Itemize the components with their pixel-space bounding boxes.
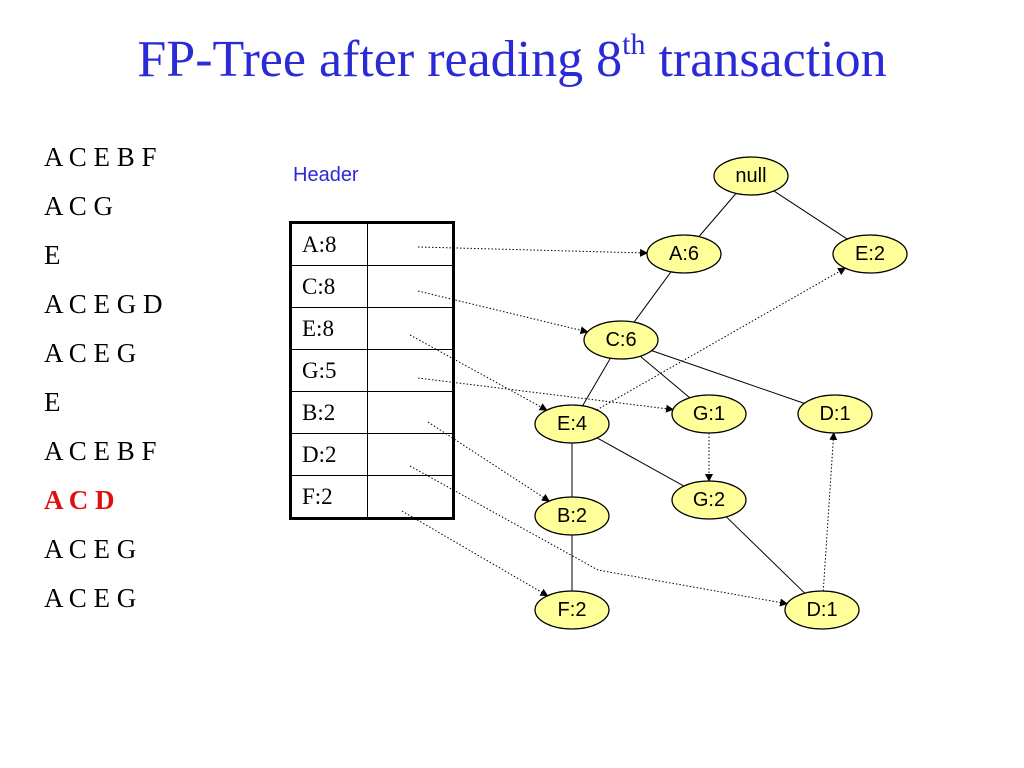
transaction-item: A C E G — [44, 583, 137, 613]
header-row: G:5 — [290, 349, 454, 392]
header-link-arrow — [417, 246, 649, 257]
node-link-arrow — [822, 431, 838, 592]
node-label: B:2 — [557, 505, 587, 527]
header-row: D:2 — [290, 433, 454, 476]
tree-node-d1a: D:1 — [797, 394, 873, 434]
header-pointer-cell — [367, 265, 454, 308]
transaction-item: A C E B F — [44, 436, 157, 466]
node-link-arrow — [596, 267, 847, 411]
header-link-arrow — [417, 290, 589, 335]
transaction-item: A C E G — [44, 338, 137, 368]
slide-title: FP-Tree after reading 8th transaction — [0, 30, 1024, 86]
node-label: D:1 — [806, 599, 837, 621]
header-row: F:2 — [290, 475, 454, 519]
tree-edge — [639, 355, 691, 399]
node-ellipse — [671, 480, 747, 520]
node-ellipse — [583, 320, 659, 360]
header-pointer-cell — [367, 222, 454, 266]
header-item-count: B:2 — [290, 391, 368, 434]
header-item-count: E:8 — [290, 307, 368, 350]
transaction-item: A C E G D — [44, 289, 163, 319]
header-pointer-cell — [367, 307, 454, 350]
tree-edge — [582, 357, 611, 407]
transaction-item: E — [44, 387, 61, 417]
tree-node-a6: A:6 — [646, 234, 722, 274]
node-ellipse — [646, 234, 722, 274]
header-pointer-cell — [367, 391, 454, 434]
transaction-list: A C E B F A C G E A C E G D A C E G E A C E B … — [44, 140, 163, 630]
tree-node-e4: E:4 — [534, 404, 610, 444]
tree-node-f2: F:2 — [534, 590, 610, 630]
transaction-item: A C E B F — [44, 142, 157, 172]
node-ellipse — [784, 590, 860, 630]
header-link-arrow — [417, 377, 675, 413]
node-ellipse — [534, 590, 610, 630]
node-label: G:2 — [693, 489, 725, 511]
node-ellipse — [797, 394, 873, 434]
header-label: Header — [293, 164, 359, 186]
tree-edge — [596, 437, 685, 487]
tree-node-g1: G:1 — [671, 394, 747, 434]
transaction-item: A C E G — [44, 534, 137, 564]
tree-node-g2: G:2 — [671, 480, 747, 520]
node-ellipse — [671, 394, 747, 434]
tree-edge — [651, 350, 805, 404]
node-ellipse — [534, 404, 610, 444]
node-ellipse — [832, 234, 908, 274]
tree-node-root: null — [713, 156, 789, 196]
node-label: E:4 — [557, 413, 587, 435]
tree-node-d1b: D:1 — [784, 590, 860, 630]
header-link-arrow — [427, 421, 550, 502]
title-rest: transaction — [645, 31, 887, 88]
header-row: B:2 — [290, 391, 454, 434]
header-row: E:8 — [290, 307, 454, 350]
node-label: F:2 — [558, 599, 587, 621]
header-link-arrow — [409, 334, 548, 411]
header-item-count: D:2 — [290, 433, 368, 476]
tree-edge — [633, 271, 672, 323]
tree-node-b2: B:2 — [534, 496, 610, 536]
tree-edge — [773, 190, 848, 240]
node-label: A:6 — [669, 243, 699, 265]
node-ellipse — [713, 156, 789, 196]
node-label: C:6 — [605, 329, 636, 351]
header-link-arrow — [401, 510, 549, 597]
node-label: E:2 — [855, 243, 885, 265]
tree-node-c6: C:6 — [583, 320, 659, 360]
header-item-count: F:2 — [290, 475, 368, 519]
title-main: FP-Tree after reading 8 — [137, 31, 623, 88]
transaction-item: E — [44, 240, 61, 270]
header-pointer-cell — [367, 475, 454, 519]
title-superscript: th — [622, 28, 646, 61]
tree-edge — [698, 193, 737, 237]
transaction-item: A C G — [44, 191, 114, 221]
node-label: D:1 — [819, 403, 850, 425]
transaction-current: A C D — [44, 485, 115, 515]
node-label: G:1 — [693, 403, 725, 425]
tree-node-e2: E:2 — [832, 234, 908, 274]
node-label: null — [735, 165, 766, 187]
node-ellipse — [534, 496, 610, 536]
tree-edge — [725, 516, 806, 594]
header-item-count: G:5 — [290, 349, 368, 392]
header-pointer-cell — [367, 349, 454, 392]
header-link-arrow — [409, 465, 789, 607]
